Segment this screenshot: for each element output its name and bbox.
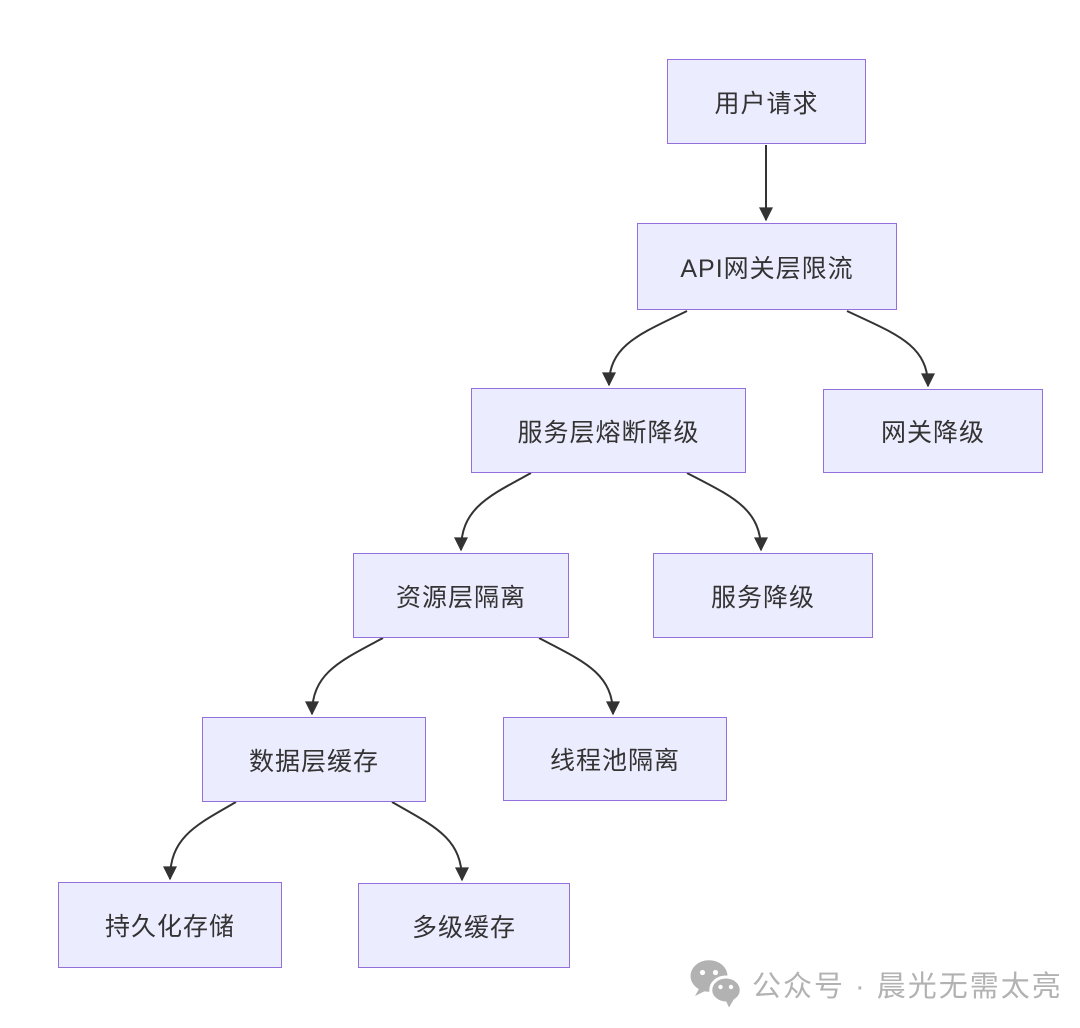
node-data-layer-cache: 数据层缓存 xyxy=(202,717,426,802)
node-label: 网关降级 xyxy=(880,419,985,447)
edge-service-circuit-breaker-to-service-degradation xyxy=(686,472,768,552)
node-label: 数据层缓存 xyxy=(248,747,379,776)
edge-data-layer-cache-to-persistent-storage xyxy=(163,801,237,881)
wechat-icon xyxy=(690,960,742,1008)
node-multi-level-cache: 多级缓存 xyxy=(358,883,570,968)
edge-api-gateway-to-service-circuit-breaker xyxy=(602,310,688,387)
node-thread-pool-isolation: 线程池隔离 xyxy=(503,717,727,801)
node-label: 多级缓存 xyxy=(411,913,516,942)
watermark-text: 公众号 · 晨光无需太亮 xyxy=(752,971,1063,1003)
node-label: 服务降级 xyxy=(710,583,815,612)
node-persistent-storage: 持久化存储 xyxy=(58,882,282,968)
node-service-circuit-breaker: 服务层熔断降级 xyxy=(471,388,746,473)
node-api-gateway-rate-limit: API网关层限流 xyxy=(637,223,897,310)
edge-data-layer-cache-to-multi-level-cache xyxy=(391,801,469,882)
edge-service-circuit-breaker-to-resource-isolation xyxy=(454,472,532,552)
watermark: 公众号 · 晨光无需太亮 xyxy=(690,960,1063,1008)
edge-resource-isolation-to-thread-pool-isolation xyxy=(538,637,620,716)
node-label: 服务层熔断降级 xyxy=(517,418,700,447)
node-label: 线程池隔离 xyxy=(549,747,680,775)
node-gateway-degradation: 网关降级 xyxy=(823,389,1043,473)
edge-resource-isolation-to-data-layer-cache xyxy=(305,637,384,716)
node-resource-isolation: 资源层隔离 xyxy=(353,553,569,638)
node-label: 资源层隔离 xyxy=(395,583,526,612)
node-label: 持久化存储 xyxy=(104,913,235,941)
edge-api-gateway-to-gateway-degradation xyxy=(846,310,935,388)
node-label: API网关层限流 xyxy=(680,254,854,283)
node-label: 用户请求 xyxy=(714,89,819,118)
node-user-request: 用户请求 xyxy=(667,59,866,144)
node-service-degradation: 服务降级 xyxy=(653,553,873,638)
